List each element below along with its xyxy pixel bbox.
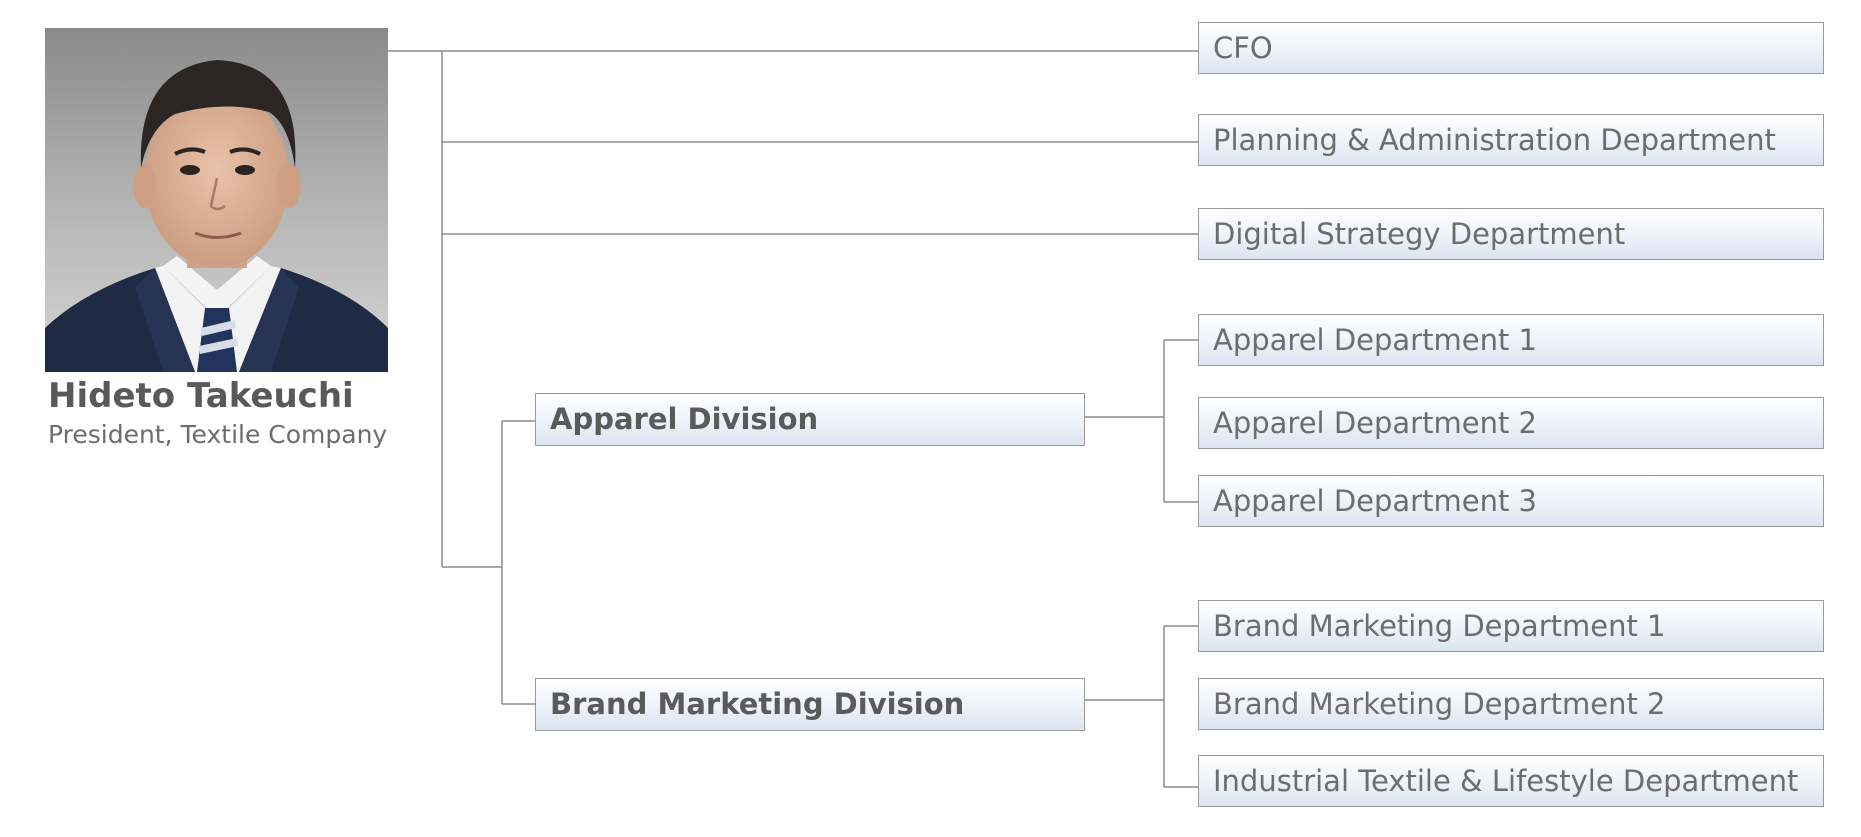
- box-planning-administration: Planning & Administration Department: [1198, 114, 1824, 166]
- box-apparel-department-3: Apparel Department 3: [1198, 475, 1824, 527]
- box-brand-marketing-department-2: Brand Marketing Department 2: [1198, 678, 1824, 730]
- person-photo: [45, 28, 388, 372]
- box-brand-marketing-department-1: Brand Marketing Department 1: [1198, 600, 1824, 652]
- person-name: Hideto Takeuchi: [48, 376, 354, 416]
- box-apparel-department-2: Apparel Department 2: [1198, 397, 1824, 449]
- box-apparel-department-1: Apparel Department 1: [1198, 314, 1824, 366]
- box-industrial-textile-lifestyle-department: Industrial Textile & Lifestyle Departmen…: [1198, 755, 1824, 807]
- box-cfo: CFO: [1198, 22, 1824, 74]
- box-brand-marketing-division: Brand Marketing Division: [535, 678, 1085, 731]
- person-title: President, Textile Company: [48, 420, 388, 449]
- box-apparel-division: Apparel Division: [535, 393, 1085, 446]
- box-digital-strategy: Digital Strategy Department: [1198, 208, 1824, 260]
